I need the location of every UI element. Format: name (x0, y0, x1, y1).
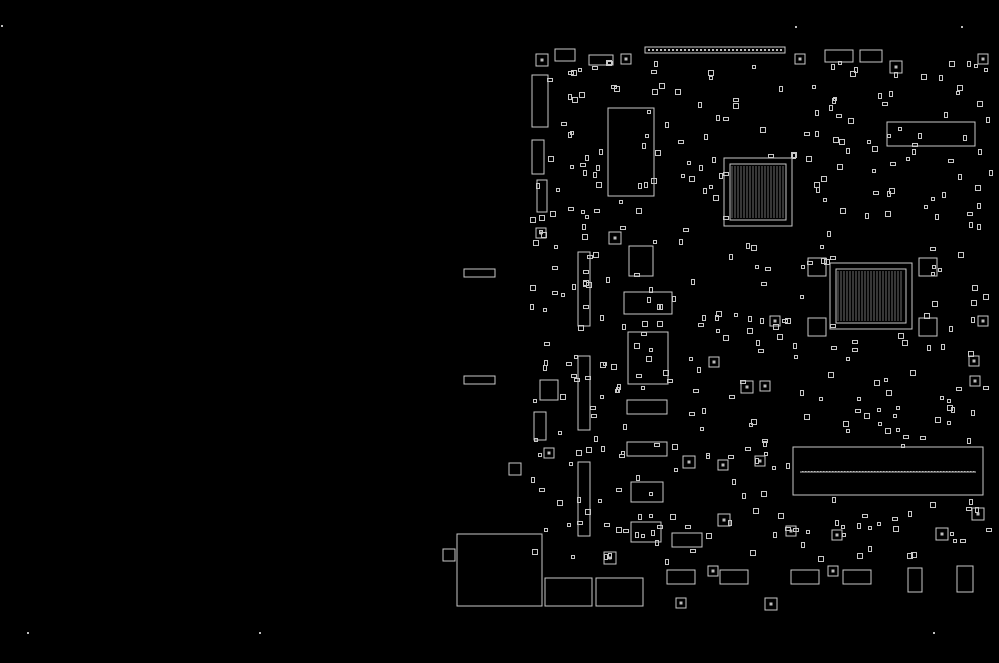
via-pad (764, 597, 778, 611)
via-pad (935, 527, 949, 541)
via-pad (707, 565, 719, 577)
top-header-connector (554, 46, 883, 66)
via-pad (740, 380, 754, 394)
via-pad (620, 53, 632, 65)
via-pad (969, 375, 981, 387)
via-pad (769, 315, 781, 327)
via-pad (535, 53, 549, 67)
via-pad (977, 315, 989, 327)
via-pad (827, 565, 839, 577)
via-pad (608, 231, 622, 245)
small-smd-pads (530, 49, 993, 565)
bottom-left-connector (456, 533, 644, 607)
via-pad (682, 455, 696, 469)
mid-ic-packages (533, 245, 703, 548)
bga-chip-upper (723, 157, 793, 227)
via-pad (717, 459, 729, 471)
via-pad (543, 447, 555, 459)
via-pad (794, 53, 806, 65)
left-edge-pads (442, 268, 522, 562)
via-pad (675, 597, 687, 609)
via-pad (977, 53, 989, 65)
left-ic-package (531, 74, 655, 213)
bottom-row-parts (666, 565, 974, 593)
via-pad (708, 356, 720, 368)
vertical-pin-headers (577, 251, 591, 537)
fiducial-marks (1, 25, 963, 634)
bga-chip-lower (807, 257, 938, 337)
via-pad (759, 380, 771, 392)
via-squares (535, 53, 989, 611)
